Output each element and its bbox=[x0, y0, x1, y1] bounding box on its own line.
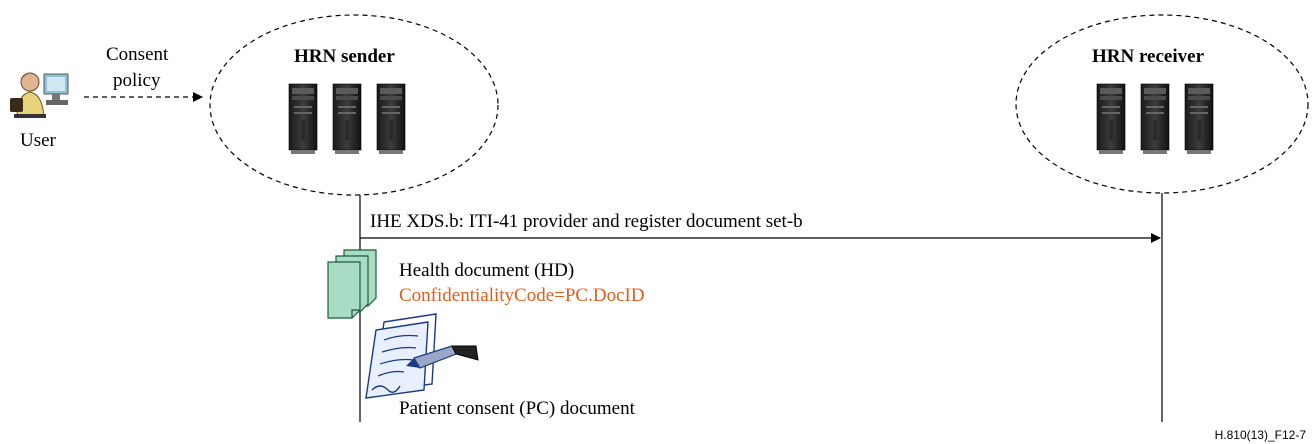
user-label: User bbox=[20, 130, 57, 151]
consent-label-line2: policy bbox=[113, 70, 161, 91]
transaction-label: IHE XDS.b: ITI-41 provider and register … bbox=[370, 211, 803, 232]
hrn-receiver-boundary bbox=[1015, 14, 1309, 194]
figure-id: H.810(13)_F12-7 bbox=[1215, 428, 1307, 442]
document-stack-icon bbox=[327, 249, 377, 319]
hrn-sender-boundary bbox=[209, 14, 499, 196]
hrn-sender-server-icon bbox=[288, 83, 406, 155]
hrn-receiver-server-icon bbox=[1096, 83, 1214, 155]
consent-label-line1: Consent bbox=[106, 44, 169, 65]
hrn-receiver-title: HRN receiver bbox=[1092, 46, 1205, 67]
confidentiality-code: ConfidentialityCode=PC.DocID bbox=[399, 285, 645, 306]
signed-document-icon bbox=[365, 313, 479, 399]
health-document-title: Health document (HD) bbox=[399, 260, 574, 281]
patient-consent-title: Patient consent (PC) document bbox=[399, 398, 636, 419]
hrn-sender-title: HRN sender bbox=[294, 46, 395, 67]
user-at-computer-icon bbox=[10, 72, 69, 118]
